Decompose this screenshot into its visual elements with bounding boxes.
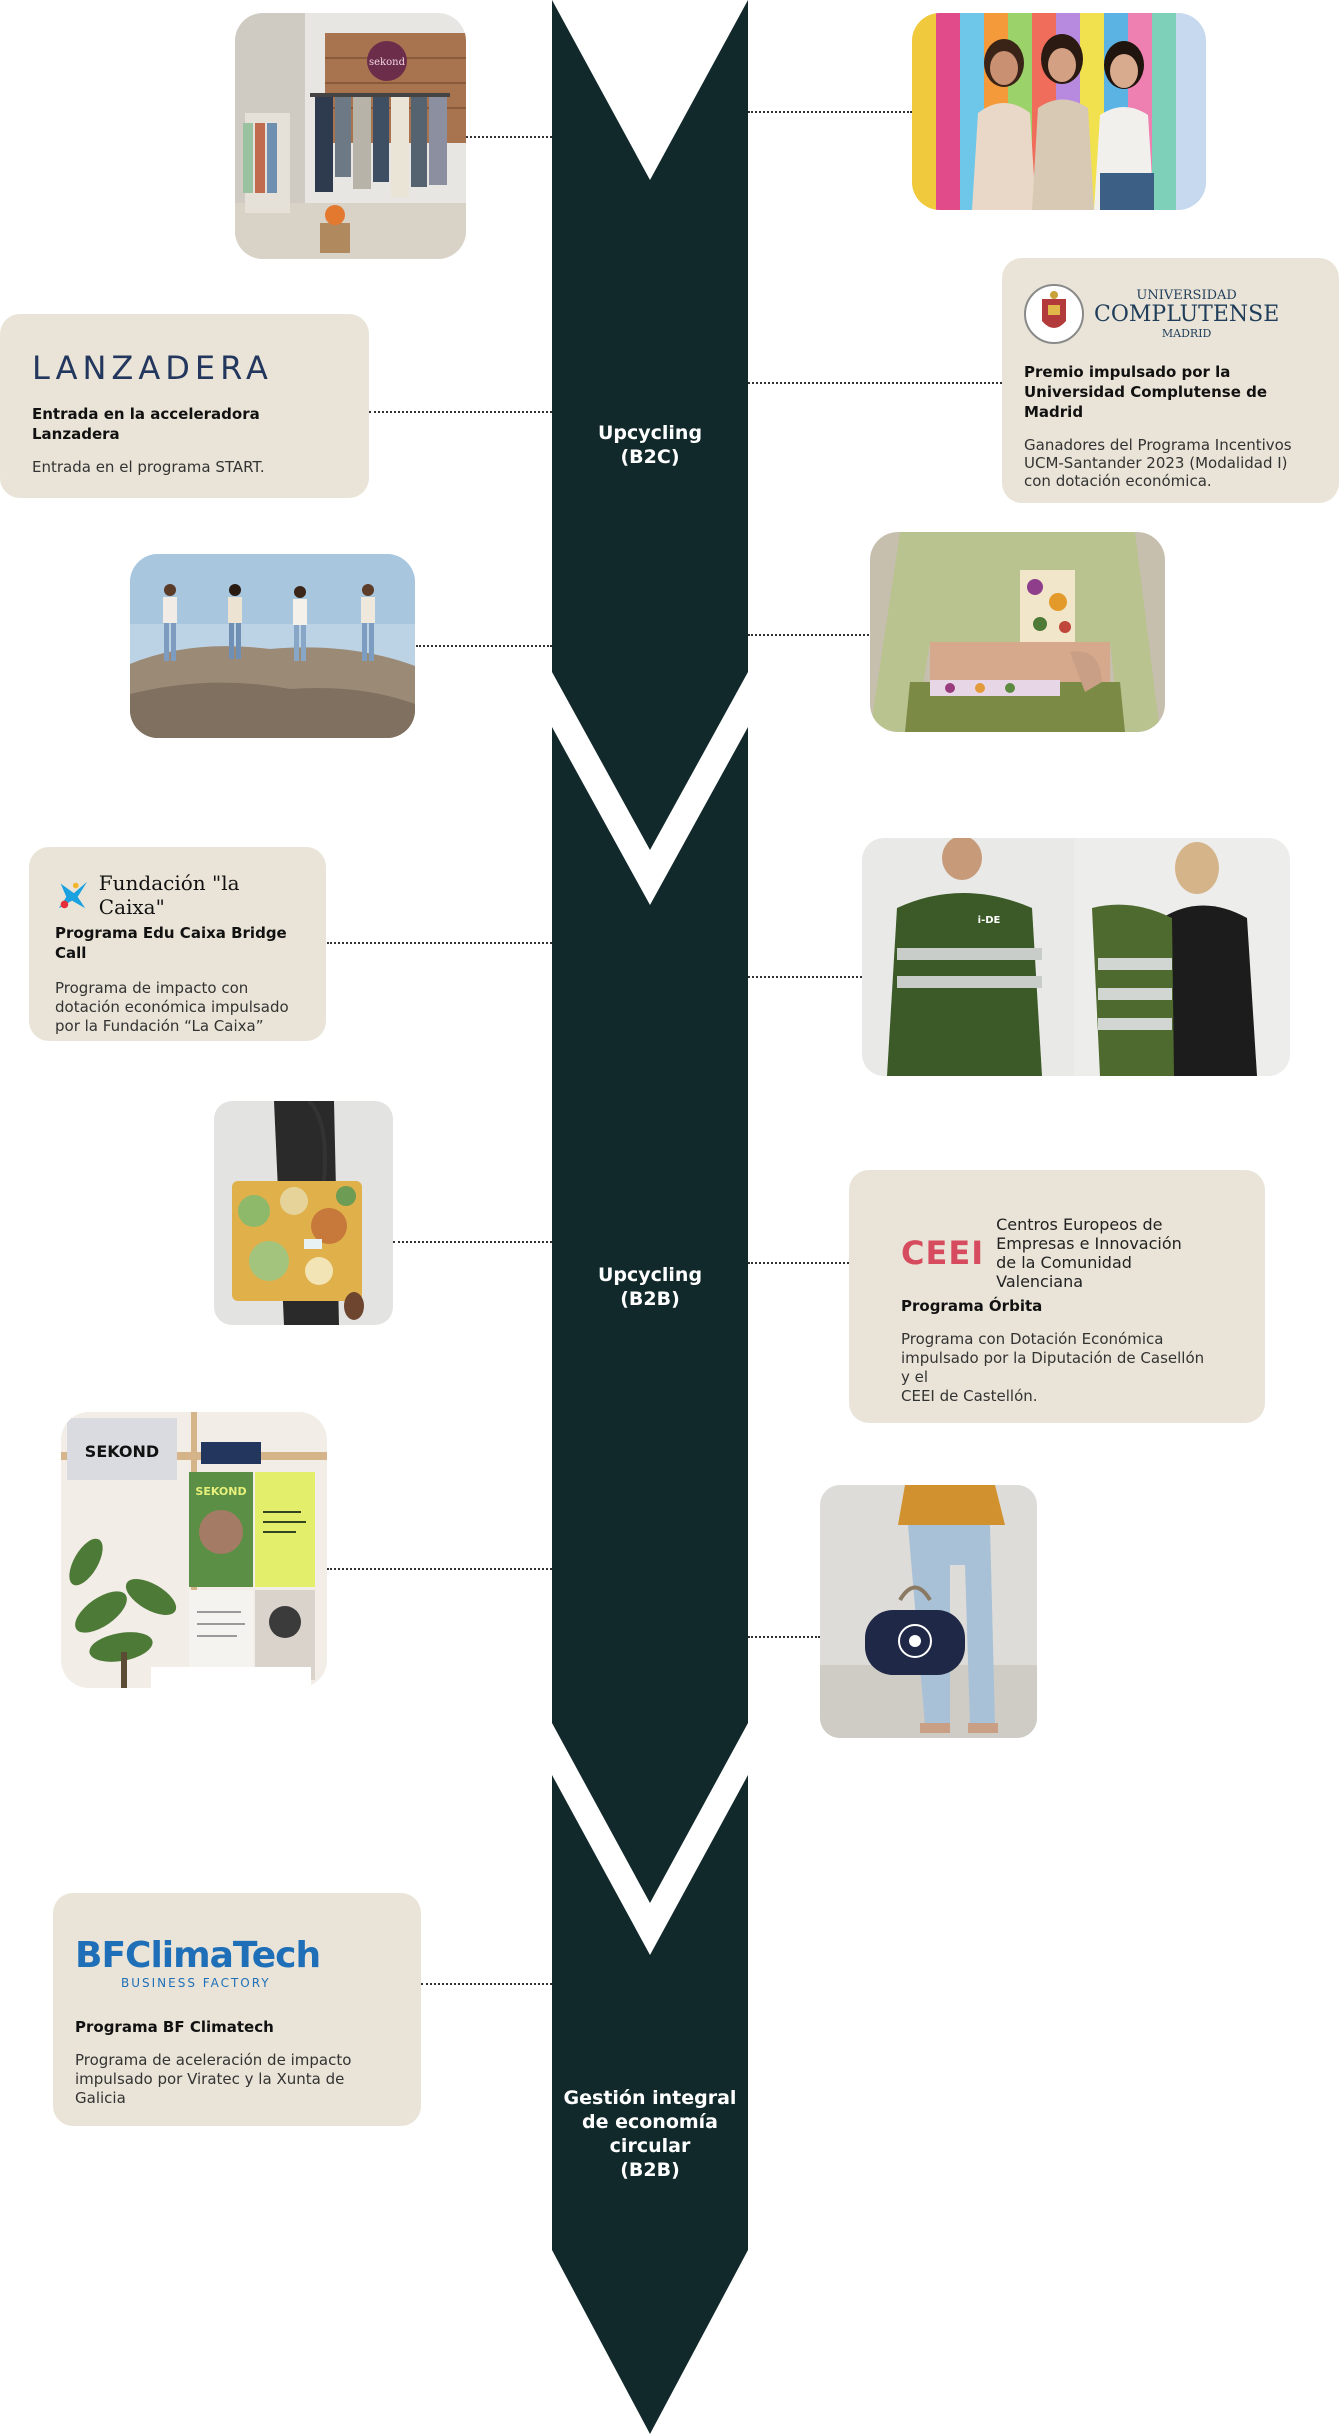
milestone-title: Programa BF Climatech — [75, 2018, 274, 2036]
exhibition-booth-photo: SEKOND SEKOND — [61, 1412, 327, 1688]
stage-label-b2b: Upcycling (B2B) — [597, 1264, 703, 1310]
connector — [327, 942, 552, 944]
tote-bag-photo — [214, 1101, 393, 1325]
connector — [369, 411, 552, 413]
connector — [748, 1262, 852, 1264]
stage-label-circular: Gestión integral de economía circular (B… — [563, 2087, 737, 2181]
ceei-mark: CEEI — [901, 1234, 985, 1272]
complutense-logo: UNIVERSIDAD COMPLUTENSE MADRID — [1024, 274, 1317, 354]
connector — [748, 111, 912, 113]
ceei-logo: CEEI Centros Europeos de Empresas e Inno… — [901, 1215, 1182, 1291]
connector — [421, 1983, 552, 1985]
booth-sign-text: SEKOND — [85, 1442, 159, 1461]
milestone-card-ceei: CEEI Centros Europeos de Empresas e Inno… — [849, 1170, 1265, 1423]
store-interior-photo: sekond — [235, 13, 466, 259]
milestone-card-lanzadera: LANZADERA Entrada en la acceleradora Lan… — [0, 314, 369, 498]
lanzadera-logo: LANZADERA — [32, 349, 273, 387]
milestone-card-lacaixa: Fundación "la Caixa" Programa Edu Caixa … — [29, 847, 326, 1041]
workwear-upcycling-photo: i-DE — [862, 838, 1290, 1076]
booth-poster-text: SEKOND — [195, 1485, 246, 1498]
connector — [466, 136, 552, 138]
connector — [393, 1241, 552, 1243]
duffel-bag-photo — [820, 1485, 1037, 1738]
spine-segment-b2c — [552, 0, 748, 850]
connector — [327, 1568, 552, 1570]
lacaixa-logo: Fundación "la Caixa" — [55, 871, 300, 919]
complutense-crest-icon — [1024, 284, 1084, 344]
milestone-description: Programa con Dotación Económica impulsad… — [901, 1330, 1205, 1405]
milestone-description: Programa de aceleración de impacto impul… — [75, 2051, 352, 2107]
milestone-title: Programa Edu Caixa Bridge Call — [55, 924, 287, 962]
spine-segment-b2b — [552, 727, 748, 1903]
jacket-badge-text: i-DE — [978, 915, 1001, 926]
store-sign-text: sekond — [369, 57, 406, 68]
connector — [748, 382, 1002, 384]
milestone-title: Premio impulsado por la Universidad Comp… — [1024, 363, 1267, 421]
lacaixa-star-icon — [58, 881, 88, 909]
milestone-card-climatech: BFClimaTech BUSINESS FACTORY Programa BF… — [53, 1893, 421, 2126]
spine-segment-circular — [552, 1775, 748, 2434]
milestone-description: Entrada en el programa START. — [32, 458, 265, 476]
stage-label-b2c: Upcycling (B2C) — [597, 422, 703, 468]
milestone-description: Programa de impacto con dotación económi… — [55, 979, 289, 1035]
team-photo — [912, 13, 1206, 210]
connector — [748, 1636, 820, 1638]
upcycled-top-photo — [870, 532, 1165, 732]
dune-campaign-photo — [130, 554, 415, 738]
connector — [748, 976, 862, 978]
milestone-description: Ganadores del Programa Incentivos UCM-Sa… — [1024, 436, 1292, 490]
climatech-logo: BFClimaTech BUSINESS FACTORY — [75, 1935, 321, 1991]
connector — [748, 634, 872, 636]
milestone-title: Programa Órbita — [901, 1297, 1043, 1315]
connector — [416, 645, 552, 647]
milestone-title: Entrada en la acceleradora Lanzadera — [32, 405, 260, 443]
milestone-card-complutense: UNIVERSIDAD COMPLUTENSE MADRID Premio im… — [1002, 258, 1339, 503]
